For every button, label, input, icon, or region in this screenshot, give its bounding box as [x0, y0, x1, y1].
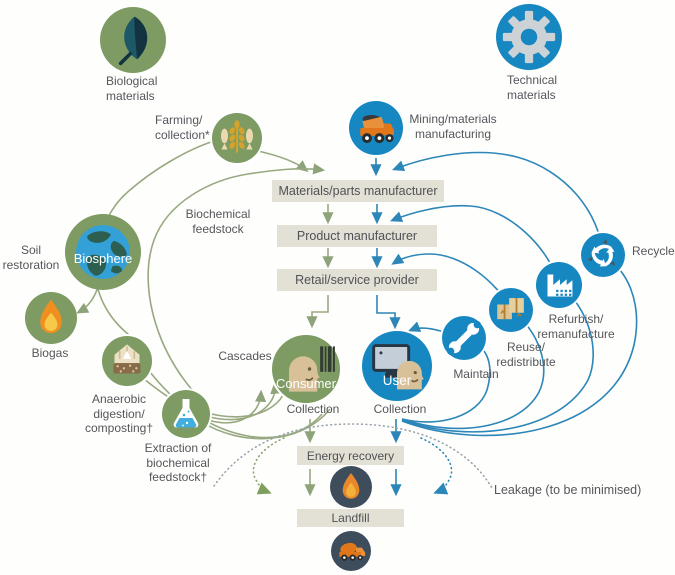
- retail-service-provider-box: Retail/service provider: [277, 269, 437, 291]
- leakage-label: Leakage (to be minimised): [494, 483, 642, 497]
- biogas-label: Biogas: [31, 346, 69, 360]
- flame-icon: [342, 473, 360, 499]
- technical-flow-lines: [370, 151, 638, 497]
- gear-icon: [502, 10, 556, 64]
- anaerobic-digestion-node: [102, 336, 152, 386]
- compost-icon: [113, 344, 141, 374]
- boxes-icon: [497, 298, 524, 320]
- person-monitor-icon: [372, 344, 424, 390]
- factory-icon: [547, 274, 573, 297]
- technical-materials-node: [496, 4, 562, 70]
- biogas-node: [25, 292, 77, 344]
- flask-icon: [173, 399, 199, 428]
- collection-right-label: Collection: [373, 402, 427, 416]
- dump-truck-icon: [360, 114, 394, 144]
- cascades-label: Cascades: [218, 349, 272, 363]
- reuse-label: Reuse/redistribute: [496, 340, 556, 369]
- user-label: User: [382, 373, 412, 388]
- wrench-icon: [447, 321, 481, 355]
- product-manufacturer-box: Product manufacturer: [277, 225, 437, 247]
- landfill-node: [331, 531, 371, 571]
- biosphere-node: [65, 214, 141, 290]
- refurbish-label: Refurbish/remanufacture: [537, 312, 615, 341]
- biological-flow-lines: [76, 140, 334, 497]
- recycle-arrows-icon: [587, 239, 615, 267]
- biological-materials-node: [100, 7, 166, 73]
- person-barcode-icon: [289, 346, 335, 392]
- leaf-icon: [118, 16, 148, 66]
- mining-node: [349, 101, 403, 155]
- user-node: [362, 331, 432, 401]
- consumer-node: [272, 335, 340, 403]
- collection-left-label: Collection: [286, 402, 340, 416]
- leakage-lines: [213, 423, 493, 495]
- biosphere-label: Biosphere: [73, 251, 133, 266]
- recycle-label: Recycle: [632, 244, 675, 258]
- flame-icon: [40, 299, 62, 334]
- maintain-node: [442, 316, 486, 360]
- extraction-node: [162, 390, 210, 438]
- energy-recovery-node: [330, 466, 372, 508]
- energy-recovery-box: Energy recovery: [297, 446, 404, 465]
- maintain-label: Maintain: [453, 367, 499, 381]
- truck-icon: [339, 542, 366, 561]
- landfill-box: Landfill: [297, 509, 404, 527]
- recycle-node: [581, 233, 625, 277]
- materials-parts-manufacturer-box: Materials/parts manufacturer: [272, 180, 444, 202]
- consumer-label: Consumer: [276, 376, 336, 391]
- wheat-fish-icon: [220, 120, 254, 153]
- farming-collection-node: [212, 113, 262, 163]
- earth-icon: [76, 225, 130, 279]
- refurbish-node: [536, 262, 582, 308]
- reuse-node: [489, 288, 533, 332]
- farming-collection-label: Farming/collection*: [155, 113, 210, 142]
